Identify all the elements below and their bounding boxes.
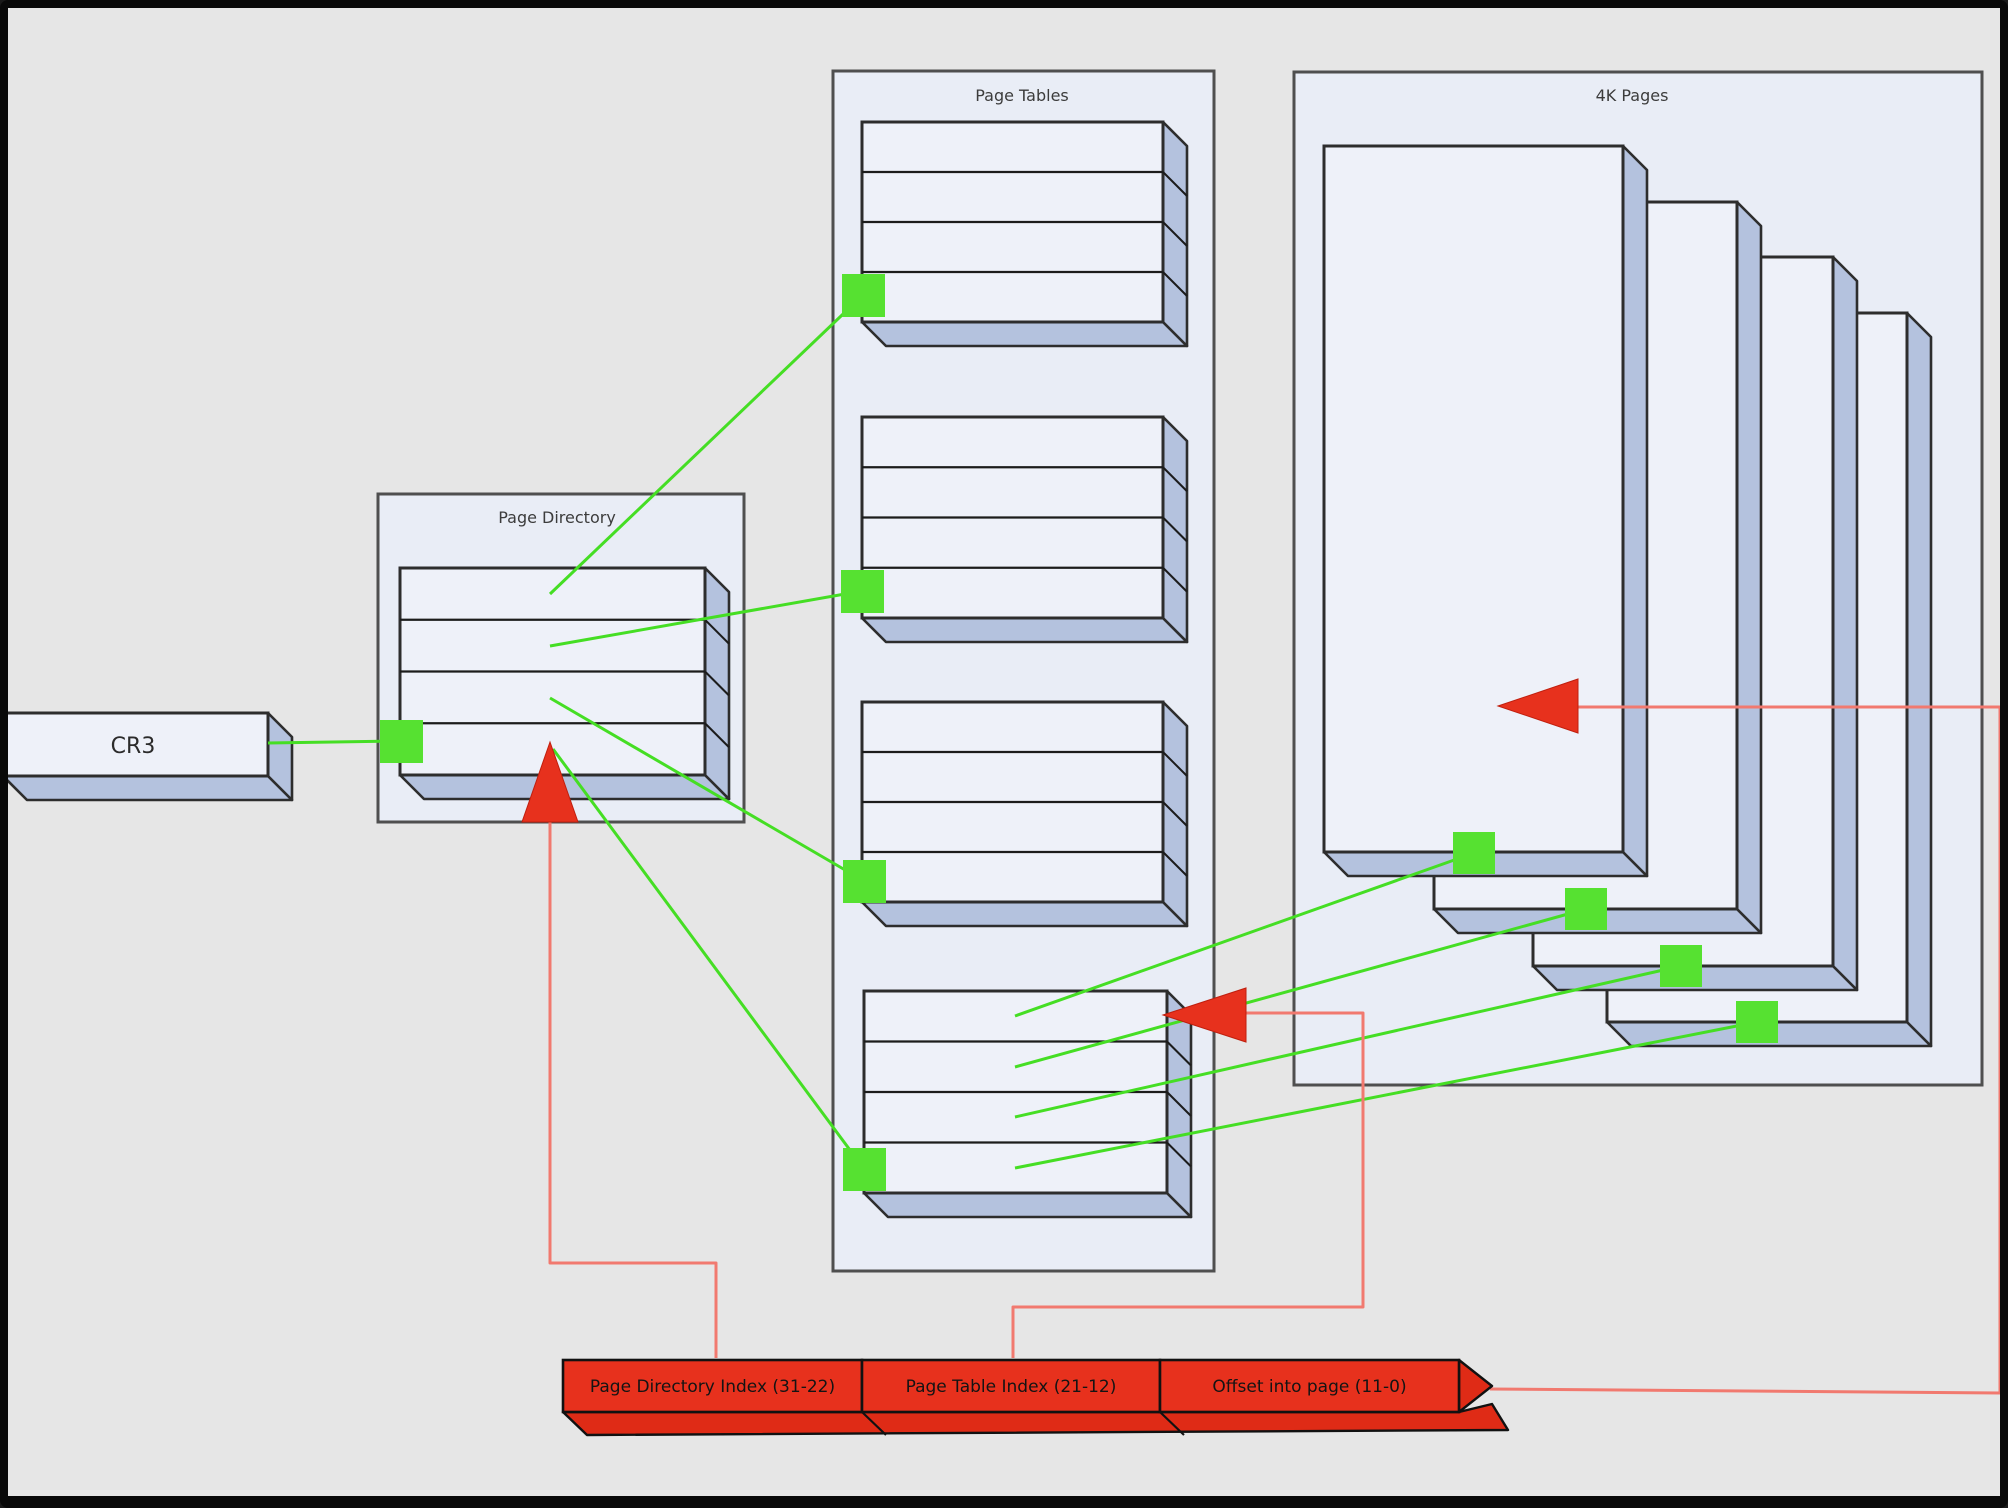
link-pte1-to-page1 (1014, 851, 1475, 1018)
page-frame-1 (1322, 144, 1649, 878)
page-frame-1-front-face (1322, 144, 1625, 854)
link-pte3-to-page3 (1014, 964, 1682, 1119)
link-cr3-to-directory (267, 739, 397, 745)
page-directory-stack (398, 566, 731, 801)
page-table-stack-4-row-step-1 (1166, 1040, 1192, 1067)
page-table-stack-2-row-step-1 (1162, 466, 1188, 492)
page-table-stack-4 (862, 989, 1193, 1219)
link-pde3-to-table3 (549, 696, 865, 883)
page-table-stack-1-row-step-3 (1162, 271, 1188, 297)
link-pte2-to-page2 (1014, 907, 1587, 1069)
page-directory-stack-row-step-2 (704, 670, 730, 697)
page-directory-stack-row-step-3 (704, 722, 730, 748)
page-table-stack-4-row-step-3 (1166, 1141, 1192, 1168)
page-table-stack-2 (860, 415, 1189, 644)
page-frame-4-side-face (1905, 311, 1933, 1048)
address-segment-table-index-skirt-divider (1159, 1411, 1185, 1436)
link-pte4-to-page4 (1014, 1020, 1758, 1170)
link-pde4-to-table4 (551, 748, 866, 1170)
address-segment-offset-label: Offset into page (11-0) (1212, 1377, 1406, 1397)
page-table-stack-3 (860, 700, 1189, 928)
address-segment-directory-index: Page Directory Index (31-22) (561, 1358, 864, 1414)
address-segment-offset: Offset into page (11-0) (1158, 1358, 1461, 1414)
cr3-register: CR3 (8, 711, 294, 802)
red-connector-directory-index (548, 818, 718, 1358)
red-arrow-into-page-1 (1496, 678, 1579, 734)
address-segment-table-index: Page Table Index (21-12) (860, 1358, 1162, 1414)
marker-page-2 (1565, 888, 1607, 930)
page-table-stack-2-row-step-3 (1162, 567, 1188, 593)
page-directory-stack-row-step-1 (704, 619, 730, 645)
page-table-stack-3-row-step-1 (1162, 751, 1188, 777)
page-tables-label: Page Tables (975, 86, 1069, 105)
page-table-stack-2-row-step-2 (1162, 516, 1188, 543)
address-segment-directory-index-label: Page Directory Index (31-22) (590, 1377, 835, 1397)
marker-table-1 (842, 274, 885, 317)
virtual-address-bar: Page Directory Index (31-22) Page Table I… (561, 1358, 1510, 1437)
marker-page-3 (1660, 945, 1702, 987)
address-segment-directory-index-skirt-divider (861, 1411, 887, 1436)
cr3-register-front-face (8, 711, 270, 778)
marker-table-4 (843, 1148, 886, 1191)
red-arrow-into-table-4 (1161, 987, 1247, 1043)
red-arrow-into-directory (521, 740, 579, 823)
page-table-stack-4-bottom-face (862, 1191, 1193, 1219)
page-frame-2-side-face (1735, 200, 1763, 935)
address-segment-table-index-label: Page Table Index (21-12) (906, 1377, 1117, 1397)
cr3-register-bottom-face (8, 774, 294, 802)
page-table-stack-1 (860, 120, 1189, 348)
marker-page-4 (1736, 1001, 1778, 1043)
link-pde2-to-table2 (549, 589, 863, 648)
marker-table-3 (843, 860, 886, 903)
page-directory-label: Page Directory (498, 508, 616, 527)
page-frame-3-side-face (1831, 255, 1859, 992)
page-table-stack-3-bottom-face (860, 900, 1189, 928)
page-table-stack-3-row-step-2 (1162, 801, 1188, 827)
page-frame-1-side-face (1621, 144, 1649, 878)
red-connector-table-index (1011, 1011, 1365, 1358)
link-pde1-to-table1 (548, 293, 865, 596)
cr3-label: CR3 (111, 734, 156, 759)
page-table-stack-1-row-step-1 (1162, 171, 1188, 197)
page-table-stack-2-bottom-face (860, 616, 1189, 644)
page-table-stack-1-row-step-2 (1162, 221, 1188, 247)
marker-cr3-to-directory (380, 720, 423, 763)
page-table-stack-3-row-step-3 (1162, 851, 1188, 877)
page-table-stack-4-row-step-2 (1166, 1091, 1192, 1117)
address-segment-offset-cell (1158, 1358, 1461, 1414)
4k-pages-label: 4K Pages (1596, 86, 1669, 105)
page-table-stack-1-bottom-face (860, 320, 1189, 348)
marker-page-1 (1453, 832, 1495, 874)
paging-diagram-canvas: Page Directory Page Tables 4K PagesCR3Page… (8, 69, 2000, 1437)
red-connector-offset (1489, 705, 2000, 1395)
marker-table-2 (841, 570, 884, 613)
